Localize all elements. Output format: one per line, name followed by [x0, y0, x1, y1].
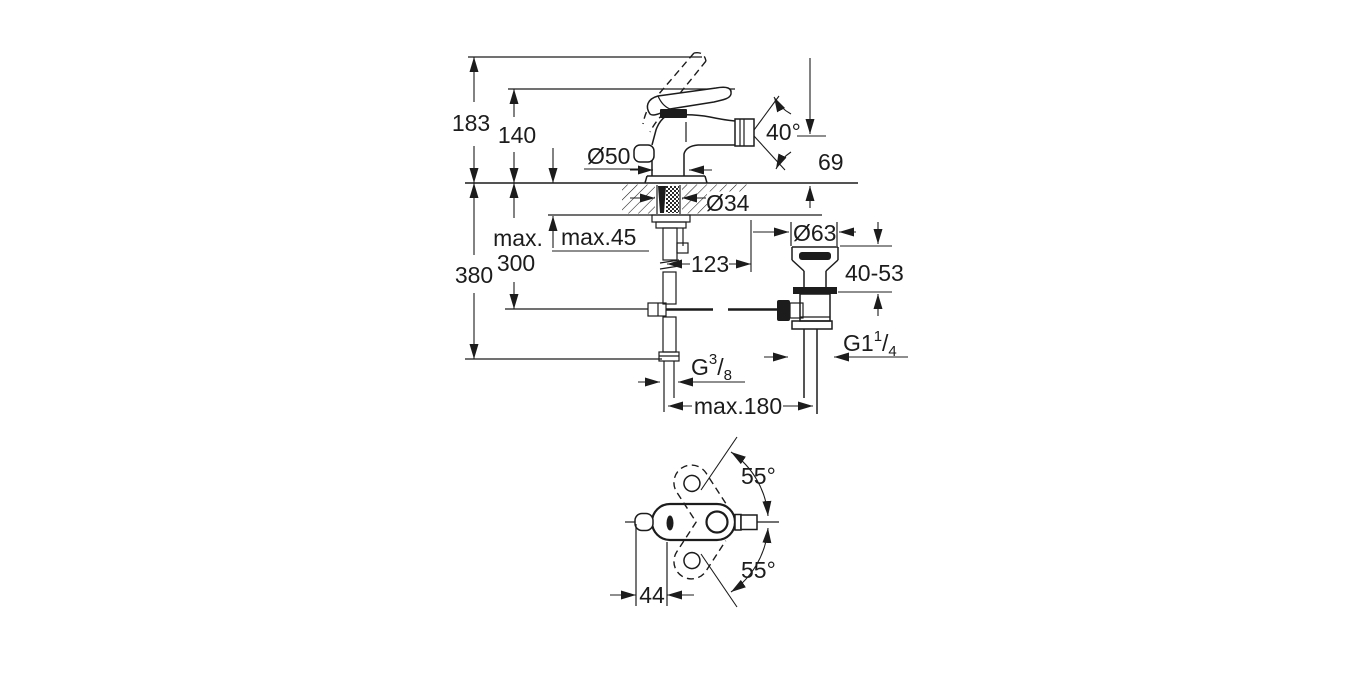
rod-knob [777, 300, 790, 321]
dim-swivel-lower-label: 55° [741, 557, 776, 583]
o-ring [793, 287, 837, 294]
raised-lever-tip [693, 51, 707, 62]
dim-handle-offset-label: 44 [639, 582, 665, 608]
dim-waste-thread-label: G11/4 [843, 328, 897, 360]
dim-spray-angle-label: 40° [766, 119, 801, 145]
pop-up-rod [647, 300, 804, 321]
supply-hose [662, 227, 678, 261]
dim-hose-thread-label: G3/8 [691, 351, 732, 384]
handle-body-outline [650, 502, 737, 542]
rod-hole [666, 515, 674, 531]
dim-base-diameter-label: Ø50 [587, 143, 630, 169]
swivel-angle-dimension: 55° 55° [700, 436, 776, 608]
faucet-body [633, 51, 792, 184]
pop-up-knob [633, 144, 655, 163]
side-view: 183 140 380 max. 300 max.45 Ø50 [452, 51, 908, 419]
spray-cone [753, 95, 792, 171]
waste-plug [799, 252, 831, 260]
lever-handle [646, 86, 732, 116]
dim-total-height-label: 183 [452, 110, 490, 136]
handle-plan [625, 502, 779, 542]
dim-spout-height-label: 69 [818, 149, 844, 175]
top-view: 55° 55° 44 [610, 436, 779, 608]
dim-rod-offset-label: 123 [691, 251, 729, 277]
shank-and-hoses [651, 185, 691, 412]
dim-hose-length-label: 380 [455, 262, 493, 288]
offset-dimension: 44 [610, 524, 694, 608]
dimension-annotations: 183 140 380 max. 300 max.45 Ø50 [452, 57, 908, 419]
dim-max-depth-prefix: max. [493, 225, 543, 251]
dim-hole-diameter-label: Ø34 [706, 190, 750, 216]
dim-waste-adjust-range-label: 40-53 [845, 260, 904, 286]
cartridge-circle [705, 510, 729, 534]
dim-max-deck-thickness-label: max.45 [561, 224, 636, 250]
dim-swivel-upper-label: 55° [741, 463, 776, 489]
dim-max-depth-value: 300 [497, 250, 535, 276]
dim-lever-height-label: 140 [498, 122, 536, 148]
lever-end-tab [740, 514, 758, 531]
dim-waste-flange-diameter-label: Ø63 [793, 220, 836, 246]
handle-swivel-positions [673, 464, 727, 580]
reference-lines [465, 56, 858, 360]
mounting-nut [655, 221, 687, 229]
spout-nub [634, 512, 654, 532]
drain-valve [790, 222, 839, 414]
dim-max-spread-label: max.180 [694, 393, 782, 419]
threaded-shank [658, 186, 666, 213]
